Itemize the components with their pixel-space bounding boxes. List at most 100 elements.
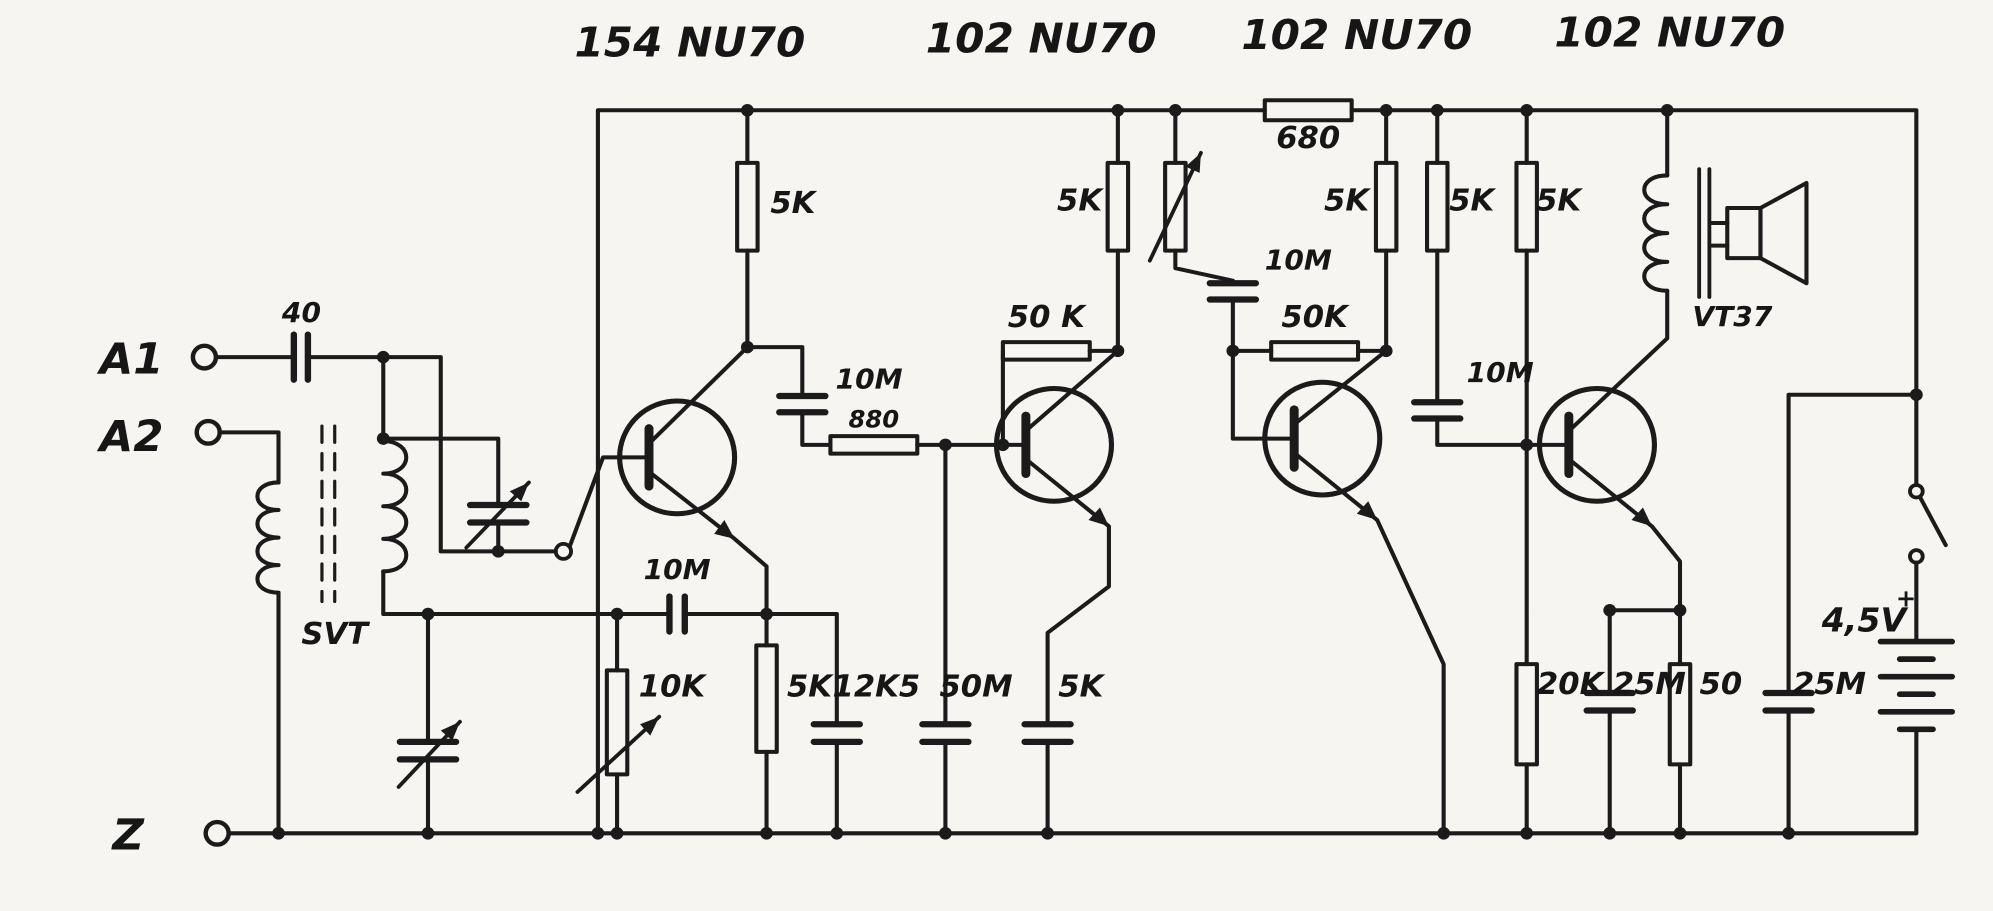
- label-r-680: 680: [1276, 121, 1340, 156]
- output-transformer-core: [1697, 167, 1712, 299]
- resistor-5k-load1: [735, 160, 760, 253]
- junction-dot: [1603, 603, 1617, 617]
- junction-dot: [1437, 827, 1451, 840]
- junction-dot: [1168, 104, 1182, 117]
- junction-dot: [610, 827, 624, 840]
- label-r-20k: 20K: [1537, 667, 1606, 702]
- label-r-5k-load3a: 5K: [1324, 184, 1372, 219]
- capacitor-10m-agc: [1206, 280, 1260, 303]
- transistor-1: [617, 398, 738, 539]
- resistor-5k-emitter1: [754, 643, 779, 754]
- label-cap-40: 40: [281, 296, 321, 329]
- resistor-50k-bias3: [1269, 340, 1361, 362]
- junction-dot: [996, 438, 1010, 452]
- feedback-capacitor-10m: [666, 593, 688, 635]
- junction-dot: [939, 438, 952, 452]
- junction-dot: [1520, 104, 1534, 117]
- label-a1: A1: [97, 335, 164, 385]
- label-r-5k-load1: 5K: [770, 186, 818, 221]
- junction-dot: [591, 827, 605, 840]
- capacitor-40: [290, 331, 312, 383]
- antenna-terminal-a1: [190, 343, 219, 371]
- junction-dot: [421, 827, 435, 840]
- label-r-50k-bias3: 50K: [1281, 300, 1350, 335]
- tuning-capacitor-2: [396, 719, 462, 789]
- junction-dot: [1379, 344, 1393, 358]
- junction-dot: [740, 104, 754, 117]
- junction-dot: [740, 340, 754, 354]
- junction-dot: [376, 432, 390, 445]
- label-cap-25m-b: 25M: [1793, 667, 1866, 702]
- coupling-capacitor-10m-3: [1411, 399, 1464, 422]
- transistor-4: [1536, 385, 1658, 527]
- tap-terminal: [553, 541, 573, 561]
- label-r-50: 50: [1700, 667, 1743, 702]
- junction-dot: [1673, 603, 1687, 617]
- junction-dot: [1430, 104, 1444, 117]
- resistor-50: [1667, 662, 1693, 767]
- potentiometer-10k: [575, 668, 662, 794]
- junction-dot: [1111, 104, 1125, 117]
- label-a2: A2: [97, 412, 164, 462]
- transformer-primary-coil: [255, 480, 281, 595]
- capacitor-5k: [1021, 721, 1074, 745]
- stage-label-3: 102 NU70: [1241, 10, 1472, 59]
- circuit-wires: [213, 108, 1948, 836]
- power-switch: [1908, 483, 1925, 565]
- stage-label-4: 102 NU70: [1554, 8, 1785, 57]
- junction-dot: [1041, 827, 1054, 840]
- resistor-20k: [1514, 662, 1539, 767]
- label-cap-5k: 5K: [1058, 670, 1106, 705]
- junction-dot: [610, 607, 624, 621]
- junction-dot: [421, 607, 435, 621]
- resistor-5k-divider: [1514, 160, 1539, 253]
- junction-dot: [272, 827, 285, 840]
- label-battery-voltage: 4,5V: [1821, 601, 1909, 640]
- label-r-5k-load3b: 5K: [1449, 184, 1497, 219]
- transistor-2: [993, 385, 1115, 527]
- antenna-terminal-a2: [194, 418, 222, 446]
- resistor-5k-load2: [1105, 160, 1131, 253]
- resistor-5k-load3b: [1424, 160, 1450, 253]
- junction-dot: [1111, 344, 1125, 358]
- tuning-capacitor-1: [464, 480, 531, 550]
- capacitor-25m-b: [1762, 689, 1815, 714]
- emitter-arrow-4: [1631, 507, 1652, 527]
- junction-dot: [1379, 104, 1393, 117]
- capacitor-50m: [919, 721, 972, 745]
- output-transformer-coil: [1642, 173, 1670, 293]
- junction-dot: [1603, 827, 1617, 840]
- label-cap-10m-agc: 10M: [1265, 244, 1332, 277]
- capacitor-25m-a: [1583, 689, 1636, 714]
- junction-dot: [1909, 388, 1923, 401]
- label-r-5k-emitter1: 5K: [787, 670, 835, 705]
- label-r-880: 880: [849, 406, 900, 434]
- label-cap-10m-feedback: 10M: [644, 553, 711, 586]
- junction-dot: [1520, 438, 1534, 452]
- resistor-50k-bias2: [1000, 340, 1092, 362]
- label-svt: SVT: [301, 617, 370, 652]
- junction-dot: [830, 827, 844, 840]
- junction-dot: [1226, 344, 1240, 358]
- capacitor-12k5: [810, 721, 863, 745]
- label-r-5k-load2: 5K: [1057, 184, 1105, 219]
- junction-dot: [1660, 104, 1674, 117]
- junction-dot: [939, 827, 952, 840]
- label-r-50k-bias2: 50 K: [1008, 300, 1088, 335]
- transformer-core: [320, 424, 337, 604]
- resistor-880: [828, 434, 920, 456]
- resistor-680: [1262, 98, 1354, 123]
- coupling-capacitor-10m-1: [776, 392, 829, 416]
- label-battery-plus: +: [1896, 585, 1916, 613]
- label-cap-12k5: 12K5: [833, 670, 921, 705]
- speaker: [1725, 180, 1809, 286]
- ground-terminal-z: [203, 819, 231, 847]
- junction-dot: [1782, 827, 1795, 840]
- emitter-arrow-1: [714, 520, 735, 539]
- battery-4v5: [1877, 638, 1955, 733]
- label-pot-10k: 10K: [639, 670, 708, 705]
- variable-resistor: [1147, 150, 1203, 263]
- emitter-arrow-2: [1088, 507, 1109, 527]
